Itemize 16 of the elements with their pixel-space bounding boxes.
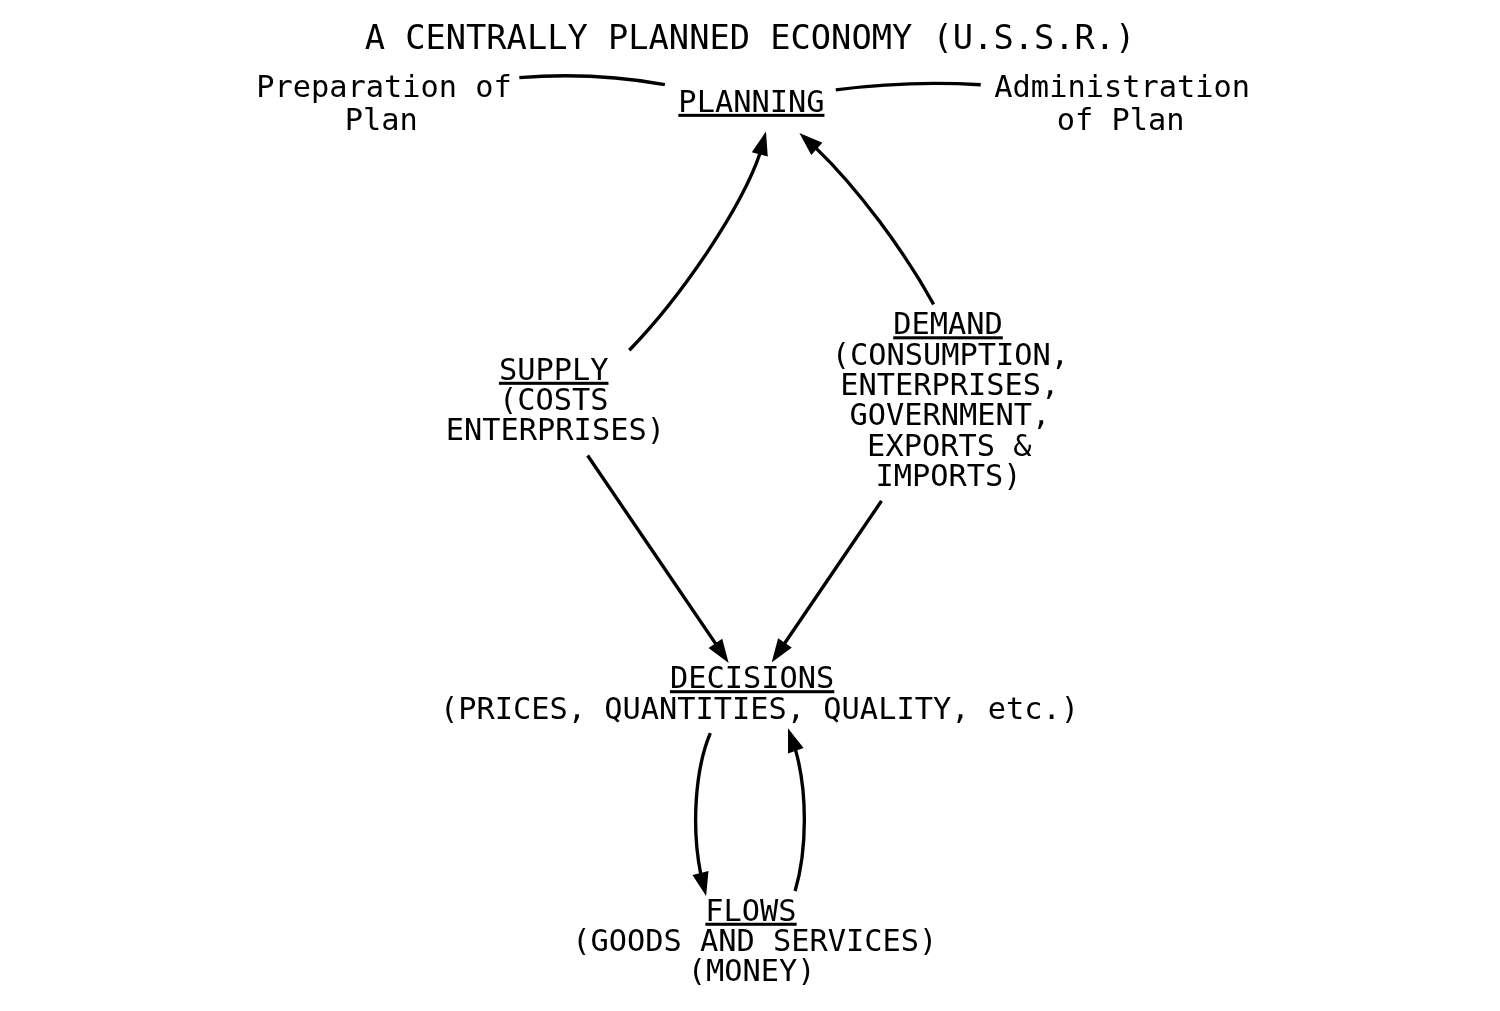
node-text: SUPPLY (COSTS ENTERPRISES): [445, 351, 665, 448]
node-text: Preparation of Plan: [256, 68, 512, 138]
arrow: [799, 133, 936, 306]
arrow: [692, 732, 712, 897]
arrow: [628, 131, 768, 352]
diagram-title: A CENTRALLY PLANNED ECONOMY (U.S.S.R.): [364, 17, 1136, 57]
arrow: [586, 454, 729, 663]
node-text: DEMAND (CONSUMPTION, ENTERPRISES, GOVERNMENT, EXPORTS & IMPORTS): [831, 306, 1070, 493]
arrow: [788, 728, 807, 892]
node-text: Administration of Plan: [994, 68, 1250, 138]
node-text: PLANNING: [678, 83, 825, 119]
connector: [519, 74, 666, 87]
node-text: FLOWS (GOODS AND SERVICES) (MONEY): [572, 892, 938, 989]
node-text: DECISIONS (PRICES, QUANTITIES, QUALITY, etc.): [439, 660, 1079, 726]
connector: [835, 81, 981, 92]
arrow: [771, 499, 883, 663]
